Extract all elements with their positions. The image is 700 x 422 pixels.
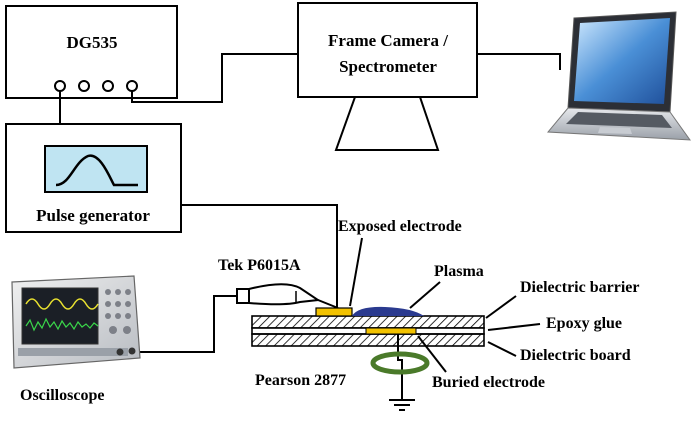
tek-probe xyxy=(236,283,339,309)
laptop-icon xyxy=(546,11,692,141)
dielectric-board-label: Dielectric board xyxy=(520,347,631,364)
wire-pulse-to-exposed-electrode xyxy=(181,204,338,308)
epoxy-glue-pointer xyxy=(487,323,541,331)
dielectric-barrier-label: Dielectric barrier xyxy=(520,279,639,296)
oscilloscope-icon xyxy=(11,275,141,369)
actuator-cross-section xyxy=(251,306,485,347)
pulse-waveform-curve xyxy=(55,154,138,187)
buried-electrode xyxy=(365,327,417,335)
wire-probe-to-oscilloscope xyxy=(137,295,237,353)
pearson-current-monitor xyxy=(370,351,430,375)
pulse-generator-label: Pulse generator xyxy=(36,206,150,225)
plasma-pointer xyxy=(409,281,441,309)
camera-label-line2: Spectrometer xyxy=(339,57,437,76)
pulse-generator-box: Pulse generator xyxy=(5,123,182,233)
oscilloscope-label: Oscilloscope xyxy=(20,387,104,404)
dg535-output-connectors xyxy=(54,80,138,92)
exposed-electrode-label: Exposed electrode xyxy=(338,218,462,235)
frame-camera-box: Frame Camera / Spectrometer xyxy=(297,2,478,151)
wire-camera-to-laptop xyxy=(477,53,561,70)
plasma-label: Plasma xyxy=(434,263,484,280)
camera-label-line1: Frame Camera / xyxy=(328,31,448,50)
dielectric-barrier-layer xyxy=(251,315,485,329)
buried-electrode-pointer xyxy=(417,335,447,373)
dg535-box: DG535 xyxy=(5,5,178,99)
dielectric-barrier-pointer xyxy=(485,295,517,319)
epoxy-glue-label: Epoxy glue xyxy=(546,315,622,332)
dielectric-board-layer xyxy=(251,333,485,347)
pearson-label: Pearson 2877 xyxy=(255,372,346,389)
wire-dg535-to-camera xyxy=(131,53,298,103)
tek-probe-label: Tek P6015A xyxy=(218,257,301,274)
wiring xyxy=(59,53,561,400)
dielectric-board-pointer xyxy=(487,341,517,357)
camera-lens xyxy=(334,96,440,151)
buried-electrode-label: Buried electrode xyxy=(432,374,545,391)
exposed-electrode-pointer xyxy=(349,237,363,307)
plasma-region xyxy=(352,306,424,316)
dg535-label: DG535 xyxy=(67,33,118,52)
ground-icon xyxy=(389,399,415,411)
exposed-electrode xyxy=(315,307,353,317)
connector-icon xyxy=(236,288,250,304)
